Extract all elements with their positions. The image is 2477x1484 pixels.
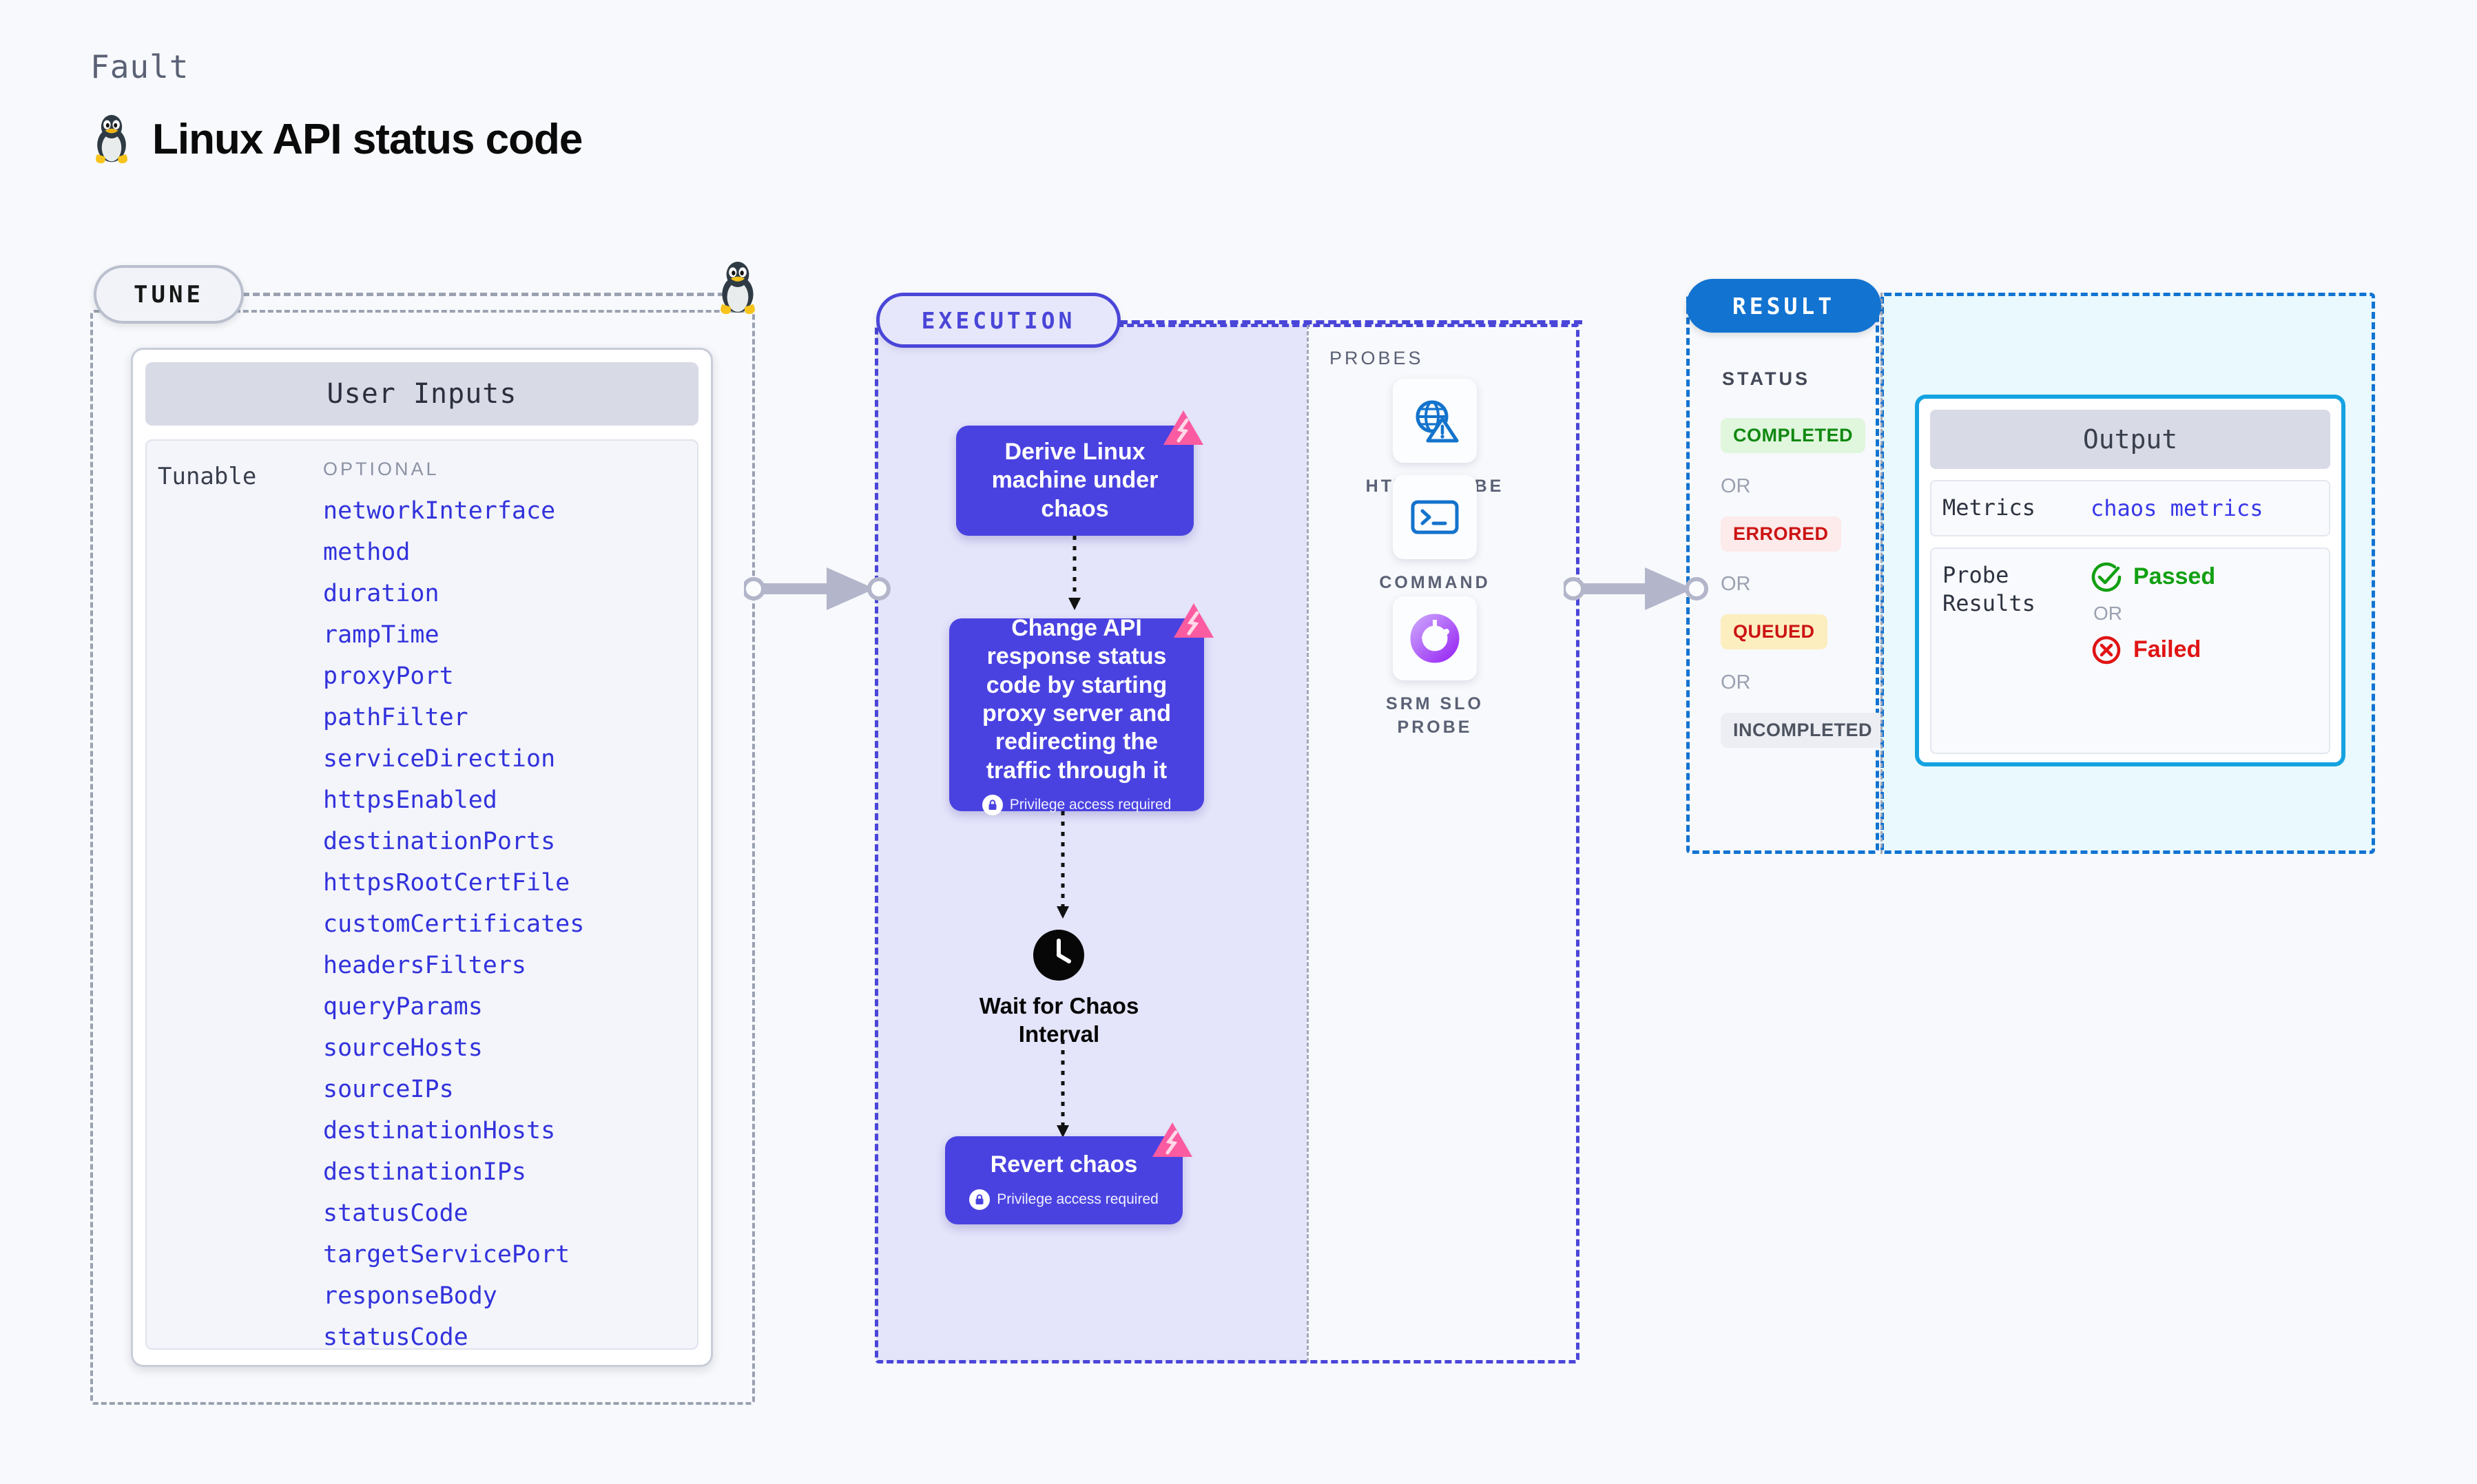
wait-for-chaos-interval-label: Wait for Chaos Interval	[979, 993, 1139, 1047]
output-card-header: Output	[1930, 410, 2330, 469]
page-title: Linux API status code	[152, 115, 583, 163]
fault-eyebrow-label: Fault	[90, 48, 189, 85]
clock-icon	[1033, 930, 1084, 981]
passed-label: Passed	[2133, 563, 2216, 590]
status-or-1: OR	[1721, 475, 1751, 497]
node-title: Revert chaos	[990, 1151, 1138, 1178]
tunable-group-label: Tunable	[158, 463, 257, 490]
execution-connector-line	[1119, 320, 1582, 324]
param-item[interactable]: httpsRootCertFile	[323, 869, 570, 897]
terminal-icon	[1411, 500, 1459, 534]
privilege-text: Privilege access required	[997, 1191, 1159, 1207]
tune-connector-line	[242, 293, 725, 296]
flow-arrow-2	[1057, 811, 1069, 919]
tune-stage-box	[90, 310, 755, 1405]
probe-results-values: Passed OR Failed	[2091, 561, 2215, 666]
chaos-fault-badge-icon	[1174, 603, 1214, 638]
flow-arrow-3	[1057, 1040, 1069, 1138]
connector-execution-to-result	[1564, 567, 1708, 610]
param-item[interactable]: httpsEnabled	[323, 786, 497, 814]
privilege-badge: Privilege access required	[969, 1189, 1159, 1210]
lock-icon	[982, 795, 1003, 816]
execution-stage-pill[interactable]: EXECUTION	[876, 293, 1121, 348]
param-item[interactable]: statusCode	[323, 1200, 468, 1227]
chaos-fault-badge-icon	[1152, 1122, 1192, 1157]
probe-tile[interactable]	[1393, 379, 1477, 463]
execution-node-change-status-code[interactable]: Change API response status code by start…	[949, 603, 1214, 816]
user-inputs-header: User Inputs	[145, 362, 698, 426]
probe-result-or: OR	[2093, 602, 2122, 624]
x-circle-icon	[2092, 636, 2121, 664]
param-item[interactable]: destinationIPs	[323, 1158, 527, 1186]
execution-probes-divider	[1307, 325, 1309, 1362]
linux-tux-penguin-icon	[95, 114, 128, 164]
param-item[interactable]: serviceDirection	[323, 745, 556, 773]
privilege-badge: Privilege access required	[982, 795, 1172, 816]
probe-label: SRM SLO PROBE	[1386, 694, 1484, 737]
status-or-2: OR	[1721, 573, 1751, 595]
tux-corner-icon	[721, 262, 755, 315]
probe-tile[interactable]	[1393, 475, 1477, 559]
param-item[interactable]: headersFilters	[323, 952, 527, 979]
metrics-key: Metrics	[1942, 494, 2035, 521]
status-section-title: STATUS	[1722, 368, 1810, 389]
probe-http[interactable]: HTTP PROBE	[1356, 379, 1514, 499]
status-badge-errored: ERRORED	[1721, 516, 1841, 552]
param-item[interactable]: destinationHosts	[323, 1117, 556, 1145]
output-card: Output Metrics chaos metrics Probe Resul…	[1915, 395, 2345, 766]
param-item[interactable]: rampTime	[323, 621, 439, 649]
connector-tune-to-execution	[744, 567, 891, 610]
result-stage-pill[interactable]: RESULT	[1686, 279, 1881, 333]
param-item[interactable]: responseBody	[323, 1282, 497, 1310]
param-item[interactable]: statusCode	[323, 1324, 468, 1351]
node-title: Derive Linux machine under chaos	[991, 438, 1159, 522]
param-item[interactable]: destinationPorts	[323, 828, 556, 855]
user-inputs-body: Tunable OPTIONAL networkInterface method…	[145, 439, 698, 1350]
param-item[interactable]: targetServicePort	[323, 1241, 570, 1268]
status-badge-completed: COMPLETED	[1721, 418, 1866, 453]
privilege-text: Privilege access required	[1009, 797, 1172, 813]
param-item[interactable]: queryParams	[323, 993, 483, 1021]
param-item[interactable]: method	[323, 539, 411, 566]
page-title-row: Linux API status code	[90, 114, 583, 165]
status-badge-incompleted: INCOMPLETED	[1721, 713, 1885, 748]
param-item[interactable]: networkInterface	[323, 497, 556, 525]
output-row-probe-results: Probe Results Passed OR Failed	[1930, 547, 2330, 754]
globe-warning-icon	[1416, 400, 1459, 443]
probe-srm-slo[interactable]: SRM SLO PROBE	[1356, 596, 1514, 740]
flow-arrow-1	[1068, 536, 1081, 610]
probe-result-passed: Passed	[2091, 561, 2215, 593]
result-output-divider	[1880, 293, 1883, 854]
param-item[interactable]: customCertificates	[323, 910, 585, 938]
check-circle-icon	[2091, 562, 2122, 592]
output-row-metrics: Metrics chaos metrics	[1930, 480, 2330, 536]
param-item[interactable]: sourceHosts	[323, 1034, 483, 1062]
probe-results-key: Probe Results	[1942, 561, 2035, 617]
lock-icon	[969, 1189, 991, 1210]
probe-tile[interactable]	[1393, 596, 1477, 680]
execution-stage-box	[875, 324, 1579, 1363]
status-or-3: OR	[1721, 671, 1751, 693]
param-item[interactable]: sourceIPs	[323, 1076, 454, 1103]
tune-stage-pill[interactable]: TUNE	[94, 265, 244, 324]
optional-label: OPTIONAL	[323, 459, 439, 479]
param-item[interactable]: pathFilter	[323, 704, 468, 731]
probe-command[interactable]: COMMAND PROBE	[1356, 475, 1514, 618]
status-badge-queued: QUEUED	[1721, 614, 1827, 649]
node-title: Change API response status code by start…	[982, 614, 1172, 784]
execution-node-derive-machine[interactable]: Derive Linux machine under chaos	[956, 410, 1203, 536]
user-inputs-card: User Inputs Tunable OPTIONAL networkInte…	[131, 348, 713, 1367]
param-item[interactable]: duration	[323, 580, 439, 607]
probes-section-title: PROBES	[1329, 348, 1424, 368]
execution-node-revert-chaos[interactable]: Revert chaos Privilege access required	[945, 1122, 1192, 1224]
chaos-fault-badge-icon	[1163, 410, 1203, 445]
tunable-params-column: OPTIONAL networkInterface method duratio…	[323, 459, 690, 1350]
param-item[interactable]: proxyPort	[323, 662, 454, 690]
slo-donut-check-icon	[1410, 614, 1460, 663]
failed-label: Failed	[2133, 636, 2201, 663]
metrics-value-link[interactable]: chaos metrics	[2091, 494, 2263, 521]
probe-result-failed: Failed	[2091, 634, 2215, 666]
